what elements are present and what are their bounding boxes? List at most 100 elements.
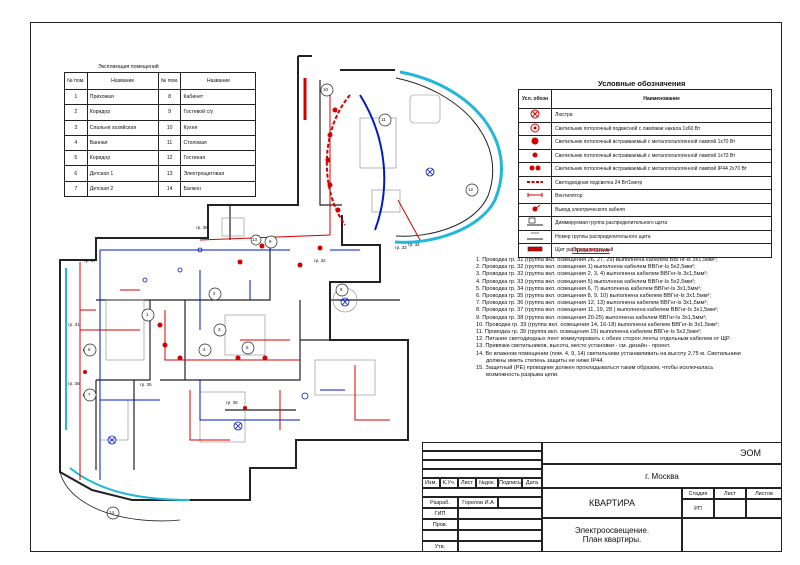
group-label-33: гр. 33 xyxy=(395,245,407,250)
room-markers xyxy=(83,83,479,520)
group-label-34: гр. 34 xyxy=(408,242,420,247)
explication-header: Название xyxy=(86,72,159,90)
legend-row: Люстра xyxy=(517,108,772,123)
explication-table: № пом. Название № пом. Название 1 Прихож… xyxy=(64,72,257,198)
room-number-5: 5 xyxy=(246,345,249,350)
legend-row: Вентилятор xyxy=(517,189,772,204)
legend-title: Условные обозначения xyxy=(598,79,686,88)
note-line: 3. Проводка гр. 32 (группа вкл. освещени… xyxy=(476,271,708,278)
stamp-code: ЭОМ xyxy=(542,442,782,464)
stamp-role-utv: Утв. xyxy=(422,541,458,552)
pendant-light-icon xyxy=(530,123,540,133)
notes-list: 1. Проводка гр. 31 (группа вкл. освещени… xyxy=(476,257,776,379)
stamp-drawing-title: Электроосвещение. План квартиры. xyxy=(542,518,682,552)
group-label-36: гр. 36 xyxy=(68,381,80,386)
room-number-12: 12 xyxy=(468,187,474,192)
chandeliers xyxy=(107,167,435,445)
stamp-stage-label: Стадия xyxy=(682,488,714,499)
recessed-light-icon xyxy=(531,137,539,145)
group-label-31: гр. 31 xyxy=(68,322,80,327)
stamp-col-header: Изм. xyxy=(422,478,440,488)
group-label-37: гр. 37 xyxy=(84,258,96,263)
outer-walls xyxy=(59,55,409,501)
dimmer-group-icon xyxy=(527,217,544,226)
room-number-6: 6 xyxy=(88,347,91,352)
cable-outlet-icon xyxy=(532,204,541,212)
note-line: 7. Проводка гр. 36 (группа вкл. освещени… xyxy=(476,300,708,307)
legend-row: Светильник потолочный подвесной с лампам… xyxy=(517,121,772,136)
chandelier-icon xyxy=(530,109,540,119)
table-row: 4 Ванная 11 Столовая xyxy=(64,134,257,152)
legend-row: Вывод электрического кабеля xyxy=(517,202,772,217)
room-number-11: 11 xyxy=(381,117,386,122)
note-line: 1. Проводка гр. 31 (группа вкл. освещени… xyxy=(476,257,718,263)
note-line: 13. Привязки светильников, высота, место… xyxy=(476,343,671,350)
explication-header: № пом. xyxy=(64,72,88,90)
stamp-name-razrab: Горелов И.А xyxy=(458,497,498,508)
explication-header: Название xyxy=(180,72,257,90)
stamp-role-prov: Пров. xyxy=(422,519,458,530)
legend-table: Усл. обозн Наименование Люстра Светильни… xyxy=(517,89,772,258)
stamp-col-header: К.Уч. xyxy=(440,478,458,488)
title-block: Изм. К.Уч. Лист №док. Подпись Дата Разра… xyxy=(422,442,782,552)
room-number-2: 2 xyxy=(213,291,216,296)
legend-header-name: Наименование xyxy=(551,89,772,109)
stamp-col-header: №док. xyxy=(476,478,498,488)
stamp-city: г. Москва xyxy=(542,464,782,488)
led-strip-icon xyxy=(527,180,544,183)
stamp-col-header: Лист xyxy=(458,478,476,488)
group-label-38: гр. 38 xyxy=(196,225,208,230)
group-label-39: гр. 39 xyxy=(226,400,238,405)
note-line: 5. Проводка гр. 34 (группа вкл. освещени… xyxy=(476,285,702,292)
explication-header: № пом. xyxy=(157,72,182,90)
partitions xyxy=(95,80,400,470)
stamp-col-header: Дата xyxy=(522,478,542,488)
legend-row: Диммируемая группа распределительного щи… xyxy=(517,216,772,231)
group-label-32: гр. 32 xyxy=(314,258,326,263)
room-number-9: 9 xyxy=(269,239,272,244)
room-number-7: 7 xyxy=(88,392,91,397)
stamp-stage-value: РП xyxy=(682,499,714,518)
group-number-icon xyxy=(527,232,544,240)
recessed-light-ip44-icon xyxy=(529,165,541,171)
table-row: 6 Детская 1 13 Электрощитовая xyxy=(64,165,257,182)
balcony-outline xyxy=(59,471,181,522)
table-row: 1 Прихожая 8 Кабинет xyxy=(64,88,257,106)
stamp-sheets-label: Листов xyxy=(746,488,782,499)
table-row: 2 Коридор 9 Гостевой с/у xyxy=(64,104,257,121)
fan-icon xyxy=(527,193,543,198)
room-number-14: 14 xyxy=(109,510,115,515)
note-line: 4. Проводка гр. 33 (группа вкл. освещени… xyxy=(476,278,696,285)
table-row: 7 Детская 2 14 Балкон xyxy=(64,180,257,198)
legend-row: Светильник потолочный встраиваемый с мет… xyxy=(517,162,772,177)
room-number-10: 10 xyxy=(323,87,329,92)
glass-facade xyxy=(394,70,503,244)
table-row: 5 Коридор 12 Гостиная xyxy=(64,150,257,167)
distribution-board-icon xyxy=(527,246,543,252)
legend-row: Светильник потолочный встраиваемый с мет… xyxy=(517,148,772,163)
note-line: 10. Проводка гр. 39 (группа вкл. освещен… xyxy=(476,321,720,328)
group-label-35: гр. 35 xyxy=(140,382,152,387)
note-line: 11. Проводка гр. 39 (группа вкл. освещен… xyxy=(476,329,702,336)
sheet-frame xyxy=(30,22,782,552)
note-line: должны иметь степень защиты не ниже IP44… xyxy=(486,357,604,364)
note-line: 6. Проводка гр. 35 (группа вкл. освещени… xyxy=(476,293,711,300)
stamp-role-gip: ГИП xyxy=(422,508,458,519)
room-number-1: 1 xyxy=(146,312,149,317)
stamp-role-razrab: Разраб. xyxy=(422,497,458,508)
explication-title: Экспликация помещений xyxy=(98,64,159,70)
note-line: 8. Проводка гр. 37 (группа вкл. освещени… xyxy=(476,307,719,314)
note-line: 9. Проводка гр. 38 (группа вкл. освещени… xyxy=(476,314,707,321)
note-line: 2. Проводка гр. 32 (группа вкл. освещени… xyxy=(476,264,696,271)
legend-row: Светодиодная подсветка 24 Вт/1метр xyxy=(517,175,772,190)
notes-title: Примечание xyxy=(572,247,610,254)
legend-row: Светильник потолочный встраиваемый с мет… xyxy=(517,135,772,150)
recessed-light-small-icon xyxy=(532,152,538,158)
stamp-col-header: Подпись xyxy=(498,478,522,488)
table-row: 3 Спальня хозяйская 10 Кухня xyxy=(64,119,257,136)
legend-row: Номер группы распределительного щита xyxy=(517,229,772,244)
stamp-sheet-label: Лист xyxy=(714,488,746,499)
note-line: 15. Защитный (PE) проводник должен прокл… xyxy=(476,365,714,372)
